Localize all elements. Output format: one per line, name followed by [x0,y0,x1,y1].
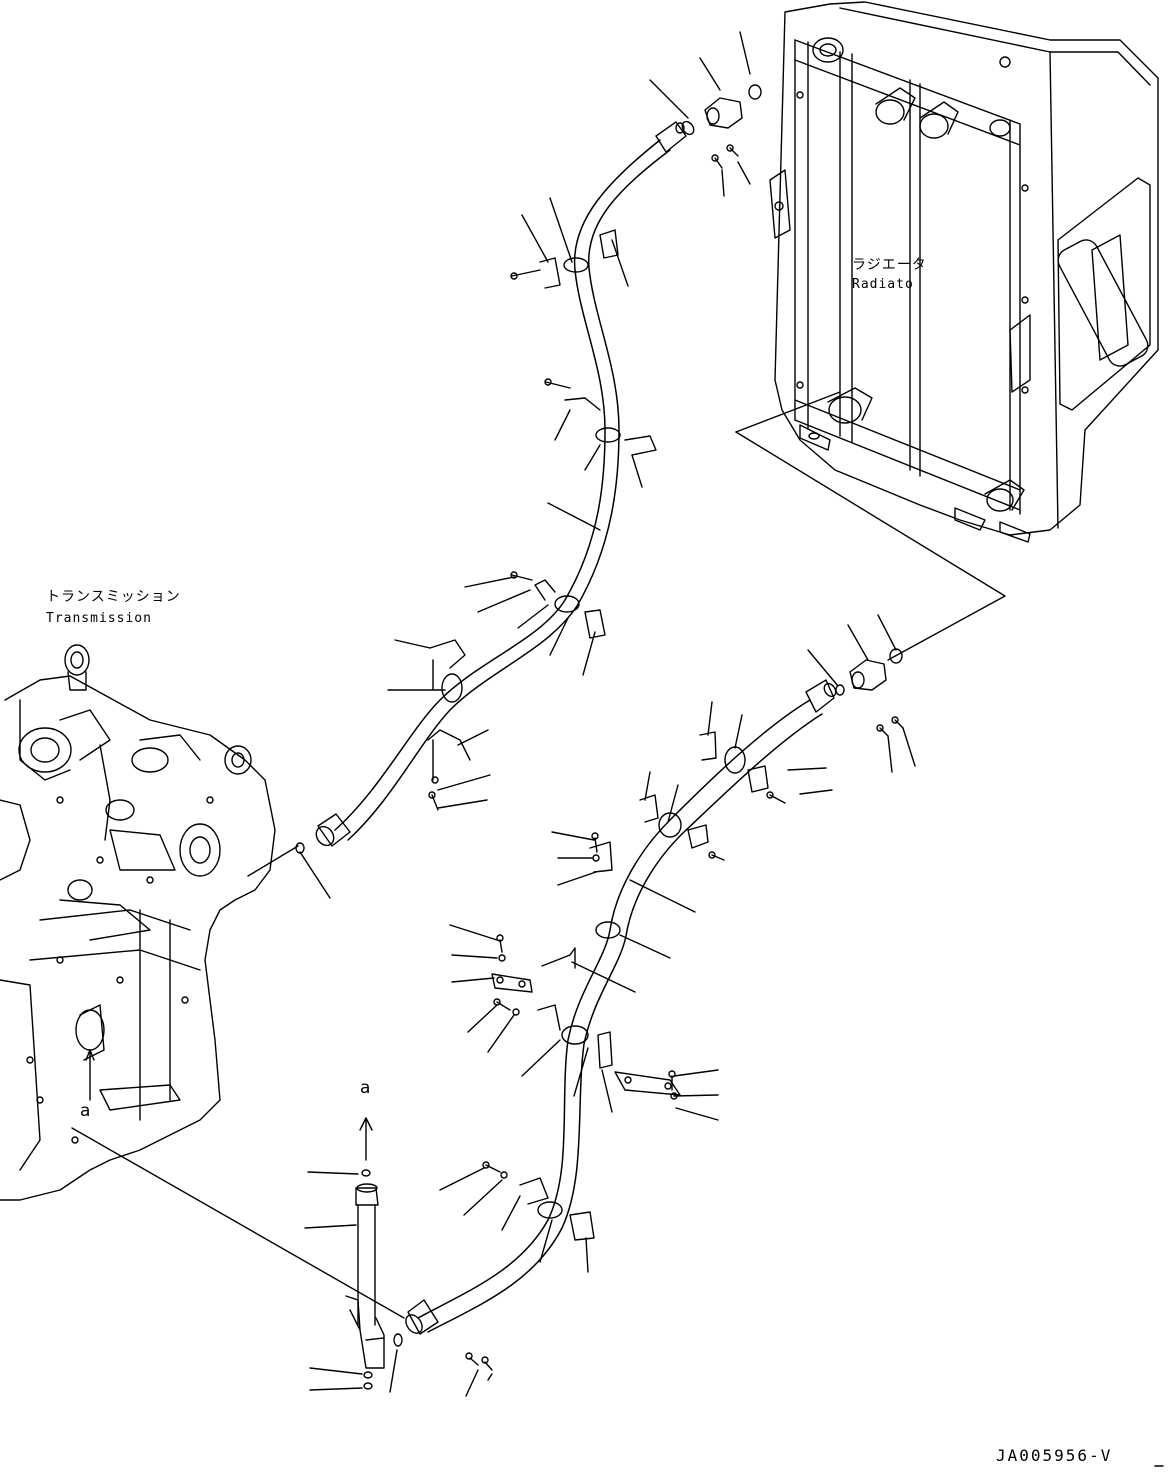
view-a-label-bottom: a [80,1101,91,1121]
lower-hose [405,614,916,1397]
drain-tube [71,1117,405,1393]
transmission-label-en: Transmission [46,611,152,626]
drawing-code: JA005956-V [996,1446,1113,1465]
view-a-label-top: a [360,1078,371,1098]
transmission-assembly [0,644,299,1201]
radiator-label-en: Radiato [852,277,914,292]
transmission-label-jp: トランスミッション [46,589,181,605]
upper-hose [295,31,762,899]
radiator-label-jp: ラジエータ [852,257,927,273]
radiator-assembly [735,1,1159,661]
